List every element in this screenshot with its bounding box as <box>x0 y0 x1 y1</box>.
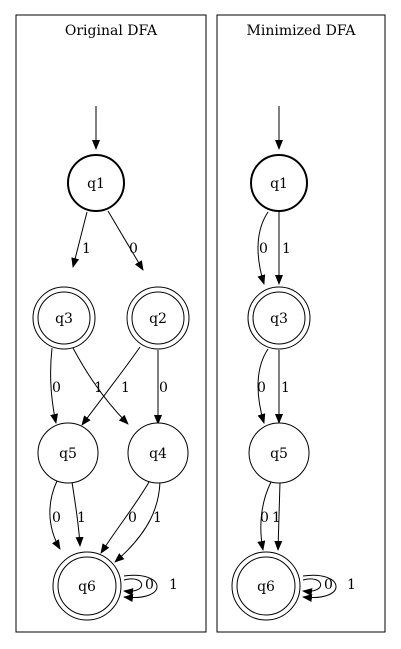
self-loop-q6-0 <box>123 578 143 597</box>
edge-label-q6-self-0: 0 <box>145 577 154 593</box>
state-q3-original: q3 <box>32 286 96 350</box>
edge-label-q5-q6-0: 0 <box>52 510 61 526</box>
edge-label-q4-q6-1: 1 <box>153 510 162 526</box>
edge-label-q3-q5: 0 <box>52 380 61 396</box>
edge-q4-q6-1 <box>114 481 161 563</box>
state-q2-original: q2 <box>126 286 190 350</box>
edge-label-q2-q4: 0 <box>159 380 168 396</box>
min-edge-label-q3-q5-1: 1 <box>281 380 290 396</box>
minimized-dfa-title: Minimized DFA <box>247 23 357 39</box>
edge-q1-q2 <box>107 210 144 271</box>
edge-q3-q5 <box>50 347 58 424</box>
original-dfa-title: Original DFA <box>65 23 158 39</box>
edge-label-q6-self-1: 1 <box>169 577 178 593</box>
state-q1-minimized: q1 <box>250 154 308 212</box>
edge-q4-q6-0 <box>100 481 150 554</box>
state-q5-original: q5 <box>37 422 99 484</box>
self-loop-q6-1 <box>123 574 158 602</box>
edge-label-q3-q4: 1 <box>94 380 103 396</box>
state-label-q5: q5 <box>59 446 77 462</box>
edge-q3-q4 <box>72 347 129 425</box>
minimized-dfa-panel: Minimized DFA 0 1 0 1 0 1 0 1 q1 q3 <box>216 14 386 633</box>
min-state-label-q3: q3 <box>270 311 288 327</box>
state-q4-original: q4 <box>127 422 189 484</box>
state-q1-original: q1 <box>67 154 125 212</box>
state-q6-original: q6 <box>52 551 122 621</box>
min-edge-q5-q6-1 <box>274 481 283 551</box>
edge-q5-q6-0 <box>49 480 61 550</box>
state-label-q2: q2 <box>149 311 167 327</box>
min-edge-label-q1-q3-0: 0 <box>259 241 268 257</box>
edge-label-q1-q2: 0 <box>129 241 138 257</box>
original-dfa-panel: Original DFA 1 0 0 1 1 0 0 1 0 1 0 1 <box>15 14 207 633</box>
state-label-q1: q1 <box>87 176 105 192</box>
min-state-label-q1: q1 <box>270 176 288 192</box>
minimized-dfa-border <box>216 14 386 633</box>
state-q6-minimized: q6 <box>231 551 301 621</box>
min-edge-label-q1-q3-1: 1 <box>282 241 291 257</box>
edge-label-q5-q6-1: 1 <box>77 510 86 526</box>
state-label-q6: q6 <box>78 579 96 595</box>
min-state-label-q5: q5 <box>270 446 288 462</box>
min-self-loop-q6-1 <box>302 574 337 602</box>
edge-label-q2-q5: 1 <box>121 380 130 396</box>
min-edge-label-q6-self-1: 1 <box>347 577 356 593</box>
min-edge-label-q5-q6-1: 1 <box>272 510 281 526</box>
min-edge-label-q3-q5-0: 0 <box>257 380 266 396</box>
min-state-label-q6: q6 <box>257 579 275 595</box>
edge-label-q4-q6-0: 0 <box>128 510 137 526</box>
state-label-q4: q4 <box>149 446 167 462</box>
original-dfa-border <box>15 14 207 633</box>
min-edge-q3-q5-0 <box>257 348 269 424</box>
edge-q1-q3 <box>71 211 88 268</box>
min-edge-label-q6-self-0: 0 <box>324 577 333 593</box>
min-edge-q1-q3-0 <box>257 211 269 285</box>
edge-q5-q6-1 <box>71 481 84 547</box>
edge-q2-q5 <box>81 346 141 426</box>
state-q5-minimized: q5 <box>248 422 310 484</box>
state-q3-minimized: q3 <box>247 286 311 350</box>
min-self-loop-q6-0 <box>302 578 322 597</box>
edge-label-q1-q3: 1 <box>82 241 91 257</box>
min-edge-q5-q6-0 <box>257 481 272 551</box>
min-edge-label-q5-q6-0: 0 <box>260 510 269 526</box>
state-label-q3: q3 <box>55 311 73 327</box>
